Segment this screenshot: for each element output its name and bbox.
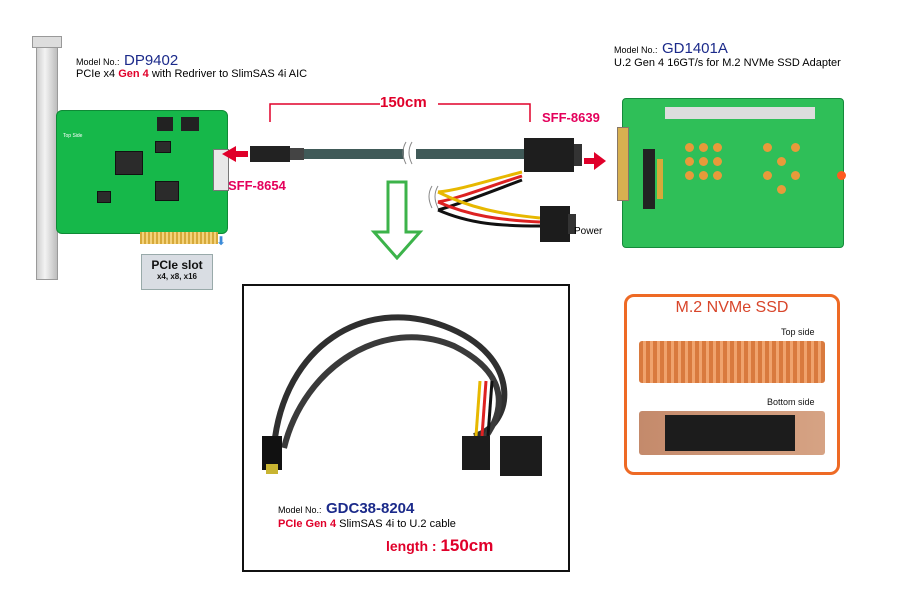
- sff-8639-label: SFF-8639: [542, 110, 600, 125]
- pcie-slot-label: PCIe slot x4, x8, x16: [141, 254, 213, 290]
- power-label: Power: [574, 226, 603, 237]
- cable-length-label: 150cm: [380, 94, 427, 111]
- arrow-down-icon: ⬇: [216, 234, 227, 248]
- u2-adapter-board: [617, 98, 846, 248]
- pcie-gold-fingers: [140, 232, 218, 244]
- model-prefix: Model No.:: [76, 57, 120, 67]
- sff-8654-label: SFF-8654: [228, 178, 286, 193]
- left-card-description: PCIe x4 Gen 4 with Redriver to SlimSAS 4…: [76, 68, 308, 80]
- pcb-board: Top Side: [56, 110, 229, 234]
- u2-connector: [617, 127, 629, 201]
- cable-photo-panel: Model No.: GDC38-8204 PCIe Gen 4 SlimSAS…: [242, 284, 570, 572]
- led-indicator: [837, 171, 846, 180]
- ssd-bottom: [639, 411, 825, 455]
- right-card-description: U.2 Gen 4 16GT/s for M.2 NVMe SSD Adapte…: [614, 57, 841, 69]
- ssd-title: M.2 NVMe SSD: [675, 299, 789, 316]
- pcie-card-image: Top Side ⬇: [30, 36, 230, 280]
- cable-model-title: Model No.: GDC38-8204: [278, 500, 415, 517]
- cable-description: PCIe Gen 4 SlimSAS 4i to U.2 cable: [278, 518, 456, 530]
- ssd-heatsink-top: [639, 341, 825, 383]
- bottom-side-label: Bottom side: [767, 397, 815, 407]
- cable-length: length : 150cm: [386, 536, 494, 555]
- ssd-label-plate: [665, 415, 795, 451]
- slimsas-port: [213, 149, 229, 191]
- left-card-title: Model No.: DP9402: [76, 52, 178, 70]
- top-side-label: Top side: [781, 327, 815, 337]
- model-number: DP9402: [123, 52, 179, 69]
- cable-photo: [262, 314, 542, 476]
- redriver-chip: [115, 151, 143, 175]
- ssd-panel: M.2 NVMe SSD Top side Bottom side: [624, 294, 840, 475]
- model-prefix: Model No.:: [614, 45, 658, 55]
- right-card-title: Model No.: GD1401A: [614, 40, 728, 58]
- model-number: GD1401A: [661, 40, 728, 57]
- card-bracket: [36, 38, 58, 280]
- cable-diagram: [222, 103, 606, 260]
